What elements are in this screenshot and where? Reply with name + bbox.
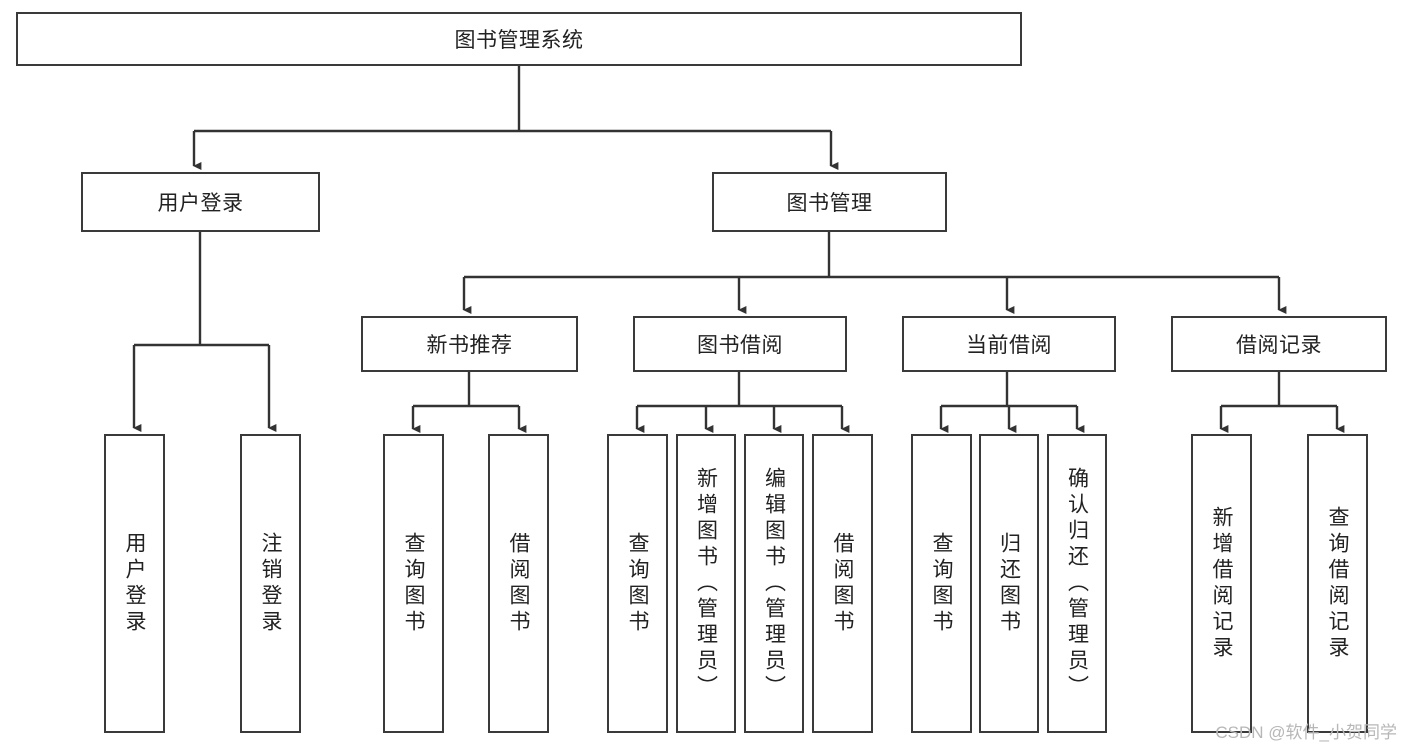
node-leaf-user-login-label: 用户登录 [123, 531, 146, 636]
node-leaf-query-record[interactable]: 查询借阅记录 [1307, 434, 1368, 733]
node-leaf-return-book[interactable]: 归还图书 [979, 434, 1039, 733]
node-leaf-borrow-book-1-label: 借阅图书 [507, 531, 530, 636]
node-leaf-query-book-1-label: 查询图书 [402, 531, 425, 636]
node-leaf-query-book-3-label: 查询图书 [930, 531, 953, 636]
node-current-borrow[interactable]: 当前借阅 [902, 316, 1116, 372]
node-book-management[interactable]: 图书管理 [712, 172, 947, 232]
node-borrow-record[interactable]: 借阅记录 [1171, 316, 1387, 372]
node-leaf-return-book-label: 归还图书 [997, 531, 1021, 636]
node-root-label: 图书管理系统 [454, 29, 584, 52]
node-leaf-query-book-2-label: 查询图书 [626, 531, 649, 636]
node-leaf-add-book-label: 新增图书（管理员） [694, 466, 718, 701]
node-leaf-query-record-label: 查询借阅记录 [1326, 505, 1349, 662]
node-leaf-query-book-2[interactable]: 查询图书 [607, 434, 668, 733]
node-leaf-add-record-label: 新增借阅记录 [1210, 505, 1233, 662]
node-leaf-query-book-1[interactable]: 查询图书 [383, 434, 444, 733]
node-new-book-recommend-label: 新书推荐 [426, 334, 513, 357]
watermark-text: CSDN @软件_小贺同学 [1215, 723, 1397, 742]
node-leaf-borrow-book-1[interactable]: 借阅图书 [488, 434, 549, 733]
node-leaf-edit-book-label: 编辑图书（管理员） [762, 466, 786, 701]
node-new-book-recommend[interactable]: 新书推荐 [361, 316, 578, 372]
node-book-management-label: 图书管理 [786, 192, 873, 215]
node-user-login[interactable]: 用户登录 [81, 172, 320, 232]
node-leaf-logout-login[interactable]: 注销登录 [240, 434, 301, 733]
node-leaf-confirm-return[interactable]: 确认归还（管理员） [1047, 434, 1107, 733]
node-borrow-record-label: 借阅记录 [1236, 334, 1322, 357]
node-leaf-logout-login-label: 注销登录 [259, 531, 282, 636]
node-leaf-query-book-3[interactable]: 查询图书 [911, 434, 972, 733]
node-root[interactable]: 图书管理系统 [16, 12, 1022, 66]
node-leaf-borrow-book-2[interactable]: 借阅图书 [812, 434, 873, 733]
node-leaf-user-login[interactable]: 用户登录 [104, 434, 165, 733]
node-user-login-label: 用户登录 [157, 192, 244, 215]
node-leaf-borrow-book-2-label: 借阅图书 [831, 531, 854, 636]
node-leaf-add-record[interactable]: 新增借阅记录 [1191, 434, 1252, 733]
node-leaf-add-book[interactable]: 新增图书（管理员） [676, 434, 736, 733]
node-leaf-confirm-return-label: 确认归还（管理员） [1065, 466, 1089, 701]
node-leaf-edit-book[interactable]: 编辑图书（管理员） [744, 434, 804, 733]
node-book-borrow[interactable]: 图书借阅 [633, 316, 847, 372]
node-current-borrow-label: 当前借阅 [966, 334, 1052, 357]
node-book-borrow-label: 图书借阅 [697, 334, 783, 357]
